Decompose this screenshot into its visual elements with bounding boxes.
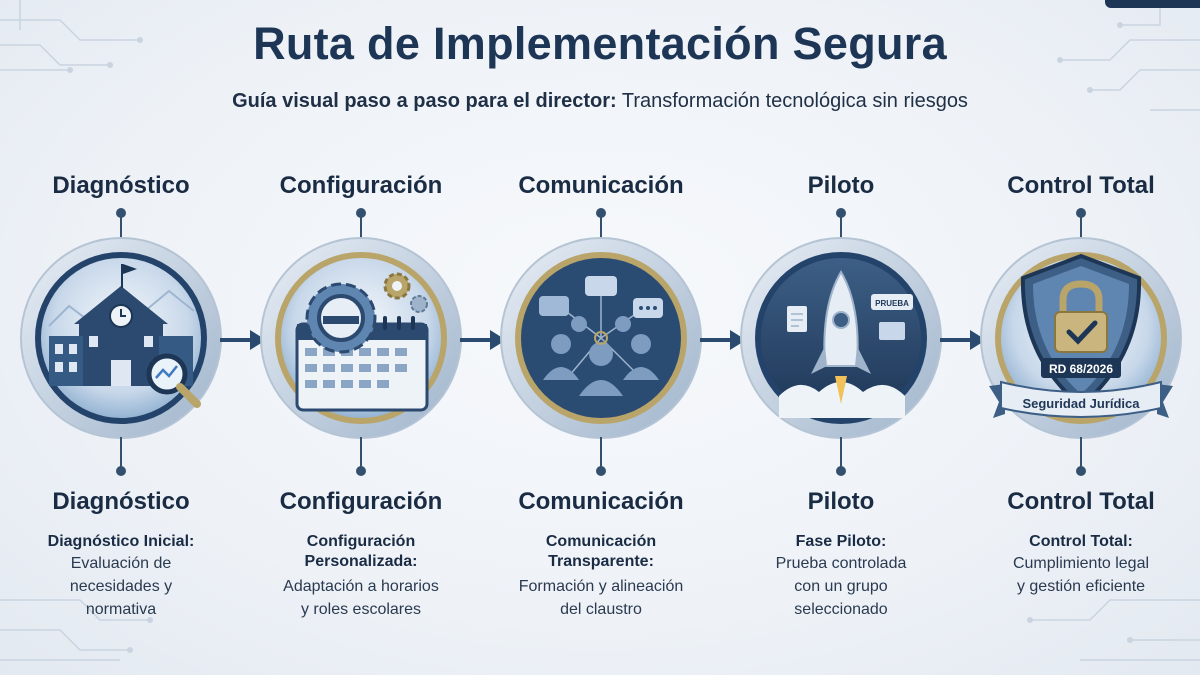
connector-line [840,437,842,469]
ribbon-label: Seguridad Jurídica [1022,396,1140,411]
step-title: Diagnóstico [52,172,190,199]
subtitle-bold: Guía visual paso a paso para el director… [232,90,617,112]
step-name: Diagnóstico [52,488,190,515]
connector-line [360,212,362,238]
step-description-line: y gestión eficiente [1016,578,1146,595]
step-description-line: Evaluación de [70,555,172,572]
connector-line [600,212,602,238]
step-name: Comunicación [518,488,684,515]
arrow-right-icon [700,330,746,350]
step-name: Configuración [279,488,443,515]
rocket-icon: PRUEBA [740,237,942,439]
step-description-line: seleccionado [794,601,888,618]
step-heading: Diagnóstico Inicial: [47,533,195,550]
connector-line [840,212,842,238]
step-heading: Configuración Personalizada: [304,533,418,570]
step-control-total: Control Total RD 68/2026 Seguridad Juríd… [976,0,1186,675]
school-magnifier-icon [20,237,222,439]
connector-dot [1076,466,1086,476]
people-chat-icon [500,237,702,439]
step-heading: Fase Piloto: [795,533,887,550]
connector-line [120,437,122,469]
page-subtitle: Guía visual paso a paso para el director… [0,90,1200,113]
step-title: Configuración [279,172,443,199]
step-name: Piloto [807,488,875,515]
connector-dot [836,466,846,476]
connector-line [120,212,122,238]
arrow-right-icon [940,330,986,350]
step-title: Piloto [807,172,875,199]
connector-dot [356,208,366,218]
connector-line [360,437,362,469]
step-description-line: Formación y alineación [518,578,684,595]
rd-badge: RD 68/2026 [1049,362,1113,376]
gear-calendar-icon [260,237,462,439]
connector-dot [1076,208,1086,218]
connector-dot [116,208,126,218]
page-title: Ruta de Implementación Segura [253,18,947,69]
connector-dot [356,466,366,476]
step-description-line: normativa [85,601,157,618]
arrow-right-icon [460,330,506,350]
step-diagnostico: Diagnóstico Diagnóstico Diagnóstico Inic… [16,0,226,675]
step-piloto: Piloto PRUEBA Piloto Fase Piloto: Prueba… [736,0,946,675]
step-description-line: y roles escolares [300,601,422,618]
subtitle-rest: Transformación tecnológica sin riesgos [616,90,968,112]
step-description-line: del claustro [560,601,642,618]
step-name: Control Total [1007,488,1155,515]
connector-line [1080,437,1082,469]
step-description-line: necesidades y [69,578,173,595]
step-description-line: Cumplimiento legal [1012,555,1150,572]
corner-tab [1105,0,1200,8]
prueba-tag: PRUEBA [875,299,909,308]
step-title: Comunicación [518,172,684,199]
connector-dot [836,208,846,218]
connector-line [1080,212,1082,238]
connector-dot [116,466,126,476]
shield-lock-icon: RD 68/2026 Seguridad Jurídica [980,237,1182,439]
step-description-line: Prueba controlada [775,555,907,572]
connector-line [600,437,602,469]
step-comunicacion: Comunicación Comunicación Comunicación T… [496,0,706,675]
step-heading: Comunicación Transparente: [545,533,657,570]
step-heading: Control Total: [1029,533,1133,550]
arrow-right-icon [220,330,266,350]
step-description-line: Adaptación a horarios [283,578,439,595]
connector-dot [596,208,606,218]
step-title: Control Total [1007,172,1155,199]
connector-dot [596,466,606,476]
step-description-line: con un grupo [794,578,888,595]
step-configuracion: Configuración Configuración Configuració… [256,0,466,675]
